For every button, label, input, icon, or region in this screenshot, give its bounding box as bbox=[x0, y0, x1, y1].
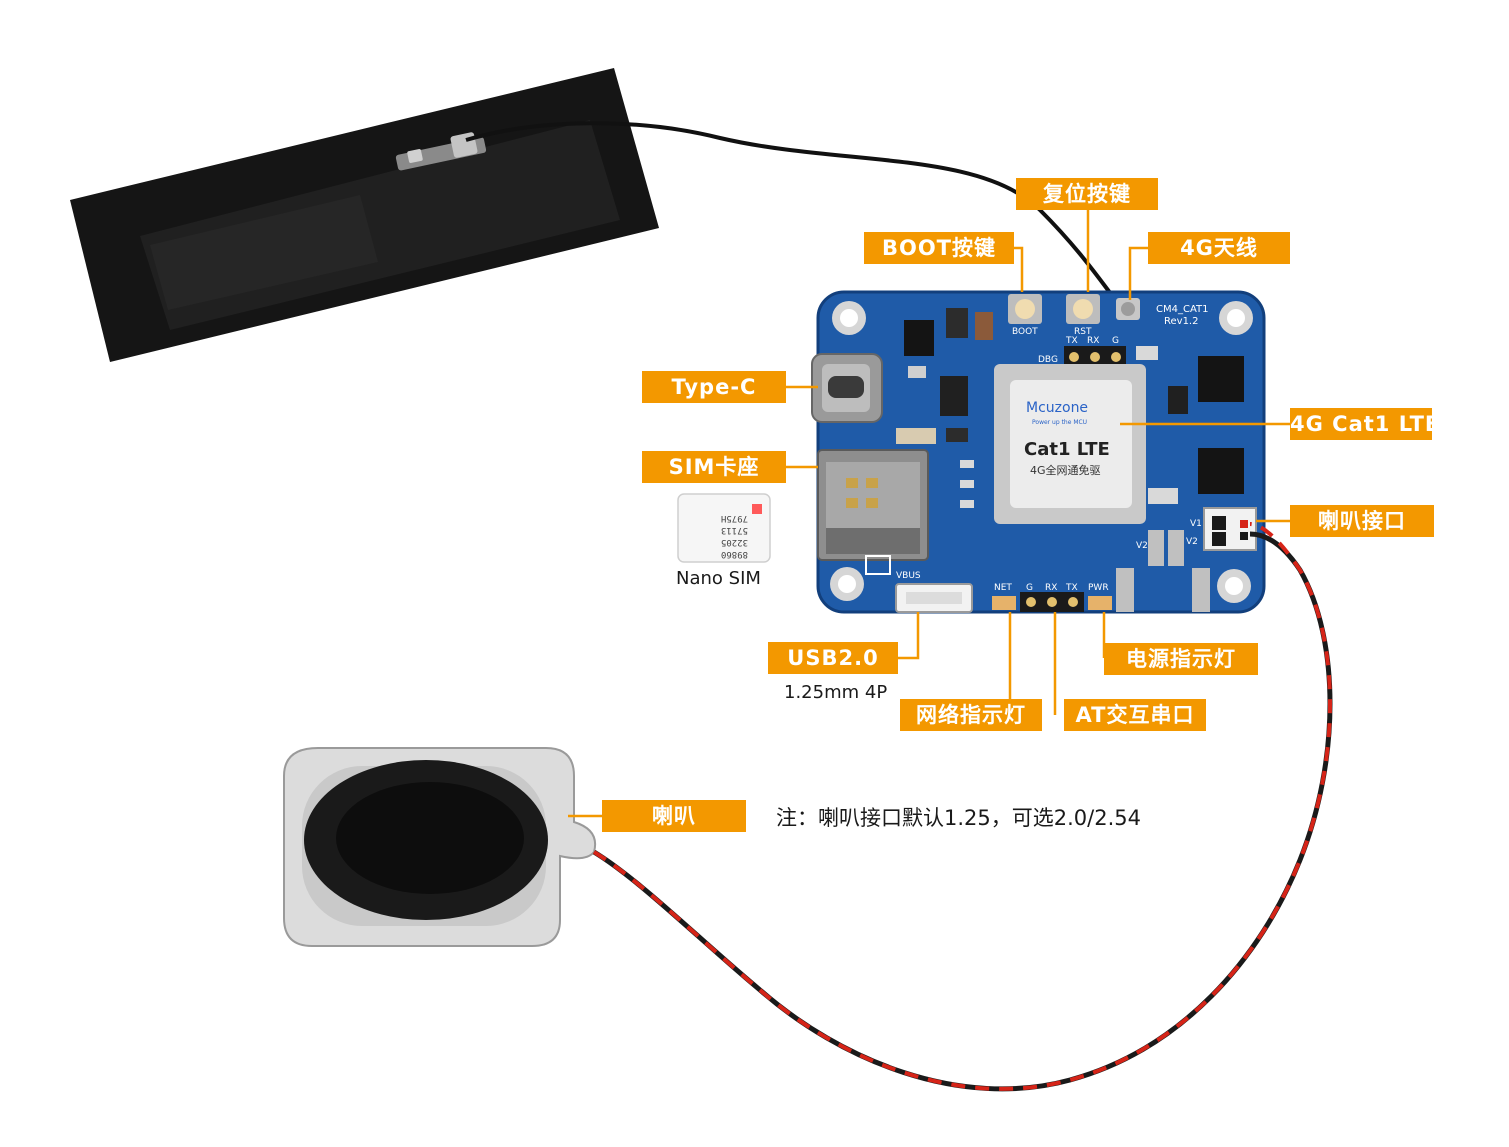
silk-net: NET bbox=[994, 583, 1012, 593]
silk-rst: RST bbox=[1074, 327, 1092, 337]
antenna-cable bbox=[465, 121, 1122, 308]
module-subtitle: 4G全网通免驱 bbox=[1030, 463, 1101, 477]
label-4g-module: 4G Cat1 LTE bbox=[1290, 408, 1439, 440]
silk-boot: BOOT bbox=[1012, 327, 1038, 337]
sim-line-1: 89860 bbox=[721, 549, 748, 559]
note-usb-connector: 1.25mm 4P bbox=[784, 682, 888, 703]
label-reset-button: 复位按键 bbox=[1016, 178, 1158, 210]
speaker-wire bbox=[592, 522, 1333, 1092]
flex-antenna bbox=[70, 68, 659, 362]
label-power-led: 电源指示灯 bbox=[1104, 643, 1258, 675]
label-speaker-port: 喇叭接口 bbox=[1290, 505, 1434, 537]
silk-at-g: G bbox=[1026, 583, 1033, 593]
sim-line-3: 57113 bbox=[721, 525, 748, 535]
label-at-uart: AT交互串口 bbox=[1064, 699, 1206, 731]
silk-at-tx: TX bbox=[1065, 583, 1078, 593]
silk-at-rx: RX bbox=[1045, 583, 1057, 593]
silk-dbg-tx: TX bbox=[1065, 336, 1078, 346]
silk-pwr: PWR bbox=[1088, 583, 1109, 593]
nano-sim-card bbox=[677, 493, 771, 563]
label-4g-antenna: 4G天线 bbox=[1148, 232, 1290, 264]
silk-v2b: V2 bbox=[1136, 541, 1148, 551]
label-network-led: 网络指示灯 bbox=[900, 699, 1042, 731]
label-sim-slot: SIM卡座 bbox=[642, 451, 786, 483]
module-tagline: Power up the MCU bbox=[1032, 419, 1087, 426]
label-boot-button: BOOT按键 bbox=[864, 232, 1014, 264]
label-speaker: 喇叭 bbox=[602, 800, 746, 832]
silk-dbg: DBG bbox=[1038, 355, 1058, 365]
module-brand: Mcuzone bbox=[1026, 400, 1088, 416]
note-nano-sim: Nano SIM bbox=[676, 568, 761, 589]
label-usb20: USB2.0 bbox=[768, 642, 898, 674]
sim-line-4: 7975H bbox=[721, 513, 748, 523]
leader-lines bbox=[568, 210, 1290, 818]
sim-card-print: 89860 32205 57113 7975H bbox=[721, 513, 748, 559]
silk-dbg-g: G bbox=[1112, 336, 1119, 346]
silk-dbg-rx: RX bbox=[1087, 336, 1099, 346]
sim-line-2: 32205 bbox=[721, 537, 748, 547]
silk-board-name: CM4_CAT1 bbox=[1156, 304, 1209, 315]
silk-vbus: VBUS bbox=[896, 571, 921, 581]
pcb-board bbox=[811, 290, 1266, 614]
module-name: Cat1 LTE bbox=[1024, 439, 1110, 460]
silk-v2a: V2 bbox=[1186, 537, 1198, 547]
silk-board-rev: Rev1.2 bbox=[1164, 316, 1198, 327]
silk-v1: V1 bbox=[1190, 519, 1202, 529]
speaker bbox=[283, 747, 596, 947]
label-type-c: Type-C bbox=[642, 371, 786, 403]
note-speaker-port-options: 注：喇叭接口默认1.25，可选2.0/2.54 bbox=[776, 806, 1141, 830]
